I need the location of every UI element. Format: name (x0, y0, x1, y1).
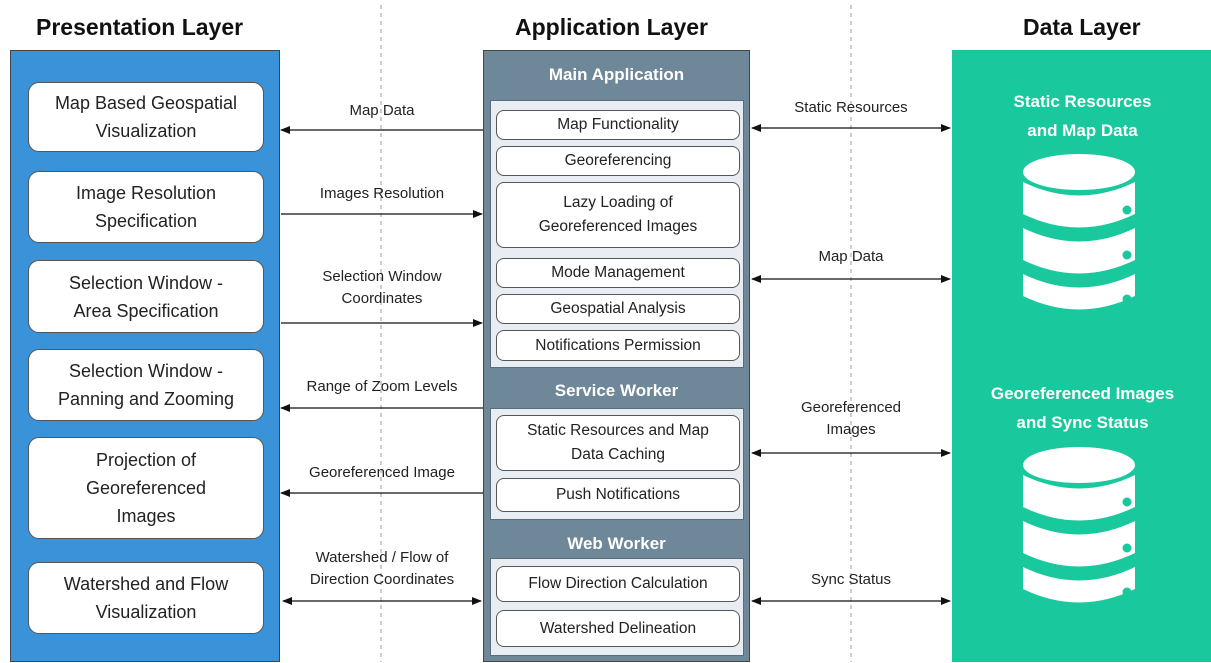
data-layer-panel: Static Resources and Map Data Georeferen… (952, 50, 1211, 662)
db-static-resources-title: Static Resources and Map Data (1013, 92, 1152, 140)
label-static-resources: Static Resources (794, 99, 908, 116)
label-selection-window: Selection Window Coordinates (322, 268, 442, 307)
label-zoom-levels: Range of Zoom Levels (306, 378, 458, 395)
database-icon (1023, 447, 1135, 603)
push-notifications-box: Push Notifications (496, 478, 740, 512)
main-application-group: Map Functionality Georeferencing Lazy Lo… (490, 100, 744, 368)
service-worker-title: Service Worker (554, 381, 679, 400)
service-worker-group: Static Resources and Map Data Caching Pu… (490, 408, 744, 520)
label-georeferenced-image: Georeferenced Image (309, 464, 455, 481)
presentation-box-panning-zooming: Selection Window - Panning and Zooming (28, 349, 264, 421)
database-icons (1023, 154, 1135, 603)
database-icon (1023, 154, 1135, 310)
geospatial-analysis-box: Geospatial Analysis (496, 294, 740, 324)
label-map-data-right: Map Data (818, 248, 884, 265)
main-application-title: Main Application (548, 65, 685, 84)
web-worker-group: Flow Direction Calculation Watershed Del… (490, 558, 744, 656)
presentation-box-watershed-visualization: Watershed and Flow Visualization (28, 562, 264, 634)
presentation-box-image-resolution: Image Resolution Specification (28, 171, 264, 243)
presentation-layer-panel: Map Based Geospatial Visualization Image… (10, 50, 280, 662)
web-worker-title: Web Worker (567, 534, 666, 553)
watershed-delineation-box: Watershed Delineation (496, 610, 740, 647)
presentation-box-map-visualization: Map Based Geospatial Visualization (28, 82, 264, 152)
data-layer-title: Data Layer (1023, 14, 1141, 40)
application-layer-title: Application Layer (515, 14, 708, 40)
georeferencing-box: Georeferencing (496, 146, 740, 176)
label-sync-status: Sync Status (810, 571, 892, 588)
mode-management-box: Mode Management (496, 258, 740, 288)
flow-direction-box: Flow Direction Calculation (496, 566, 740, 602)
caching-box: Static Resources and Map Data Caching (496, 415, 740, 471)
map-functionality-box: Map Functionality (496, 110, 740, 140)
lazy-loading-box: Lazy Loading of Georeferenced Images (496, 182, 740, 248)
label-map-data-left: Map Data (349, 102, 415, 119)
label-watershed-coordinates: Watershed / Flow of Direction Coordinate… (309, 549, 455, 588)
label-images-resolution: Images Resolution (319, 185, 445, 202)
db-georeferenced-images-title: Georeferenced Images and Sync Status (990, 384, 1175, 432)
notifications-permission-box: Notifications Permission (496, 330, 740, 361)
presentation-box-area-specification: Selection Window - Area Specification (28, 260, 264, 333)
label-georeferenced-images: Georeferenced Images (800, 399, 902, 438)
application-layer-panel: Main Application Map Functionality Geore… (483, 50, 750, 662)
presentation-box-projection: Projection of Georeferenced Images (28, 437, 264, 539)
presentation-layer-title: Presentation Layer (36, 14, 244, 40)
